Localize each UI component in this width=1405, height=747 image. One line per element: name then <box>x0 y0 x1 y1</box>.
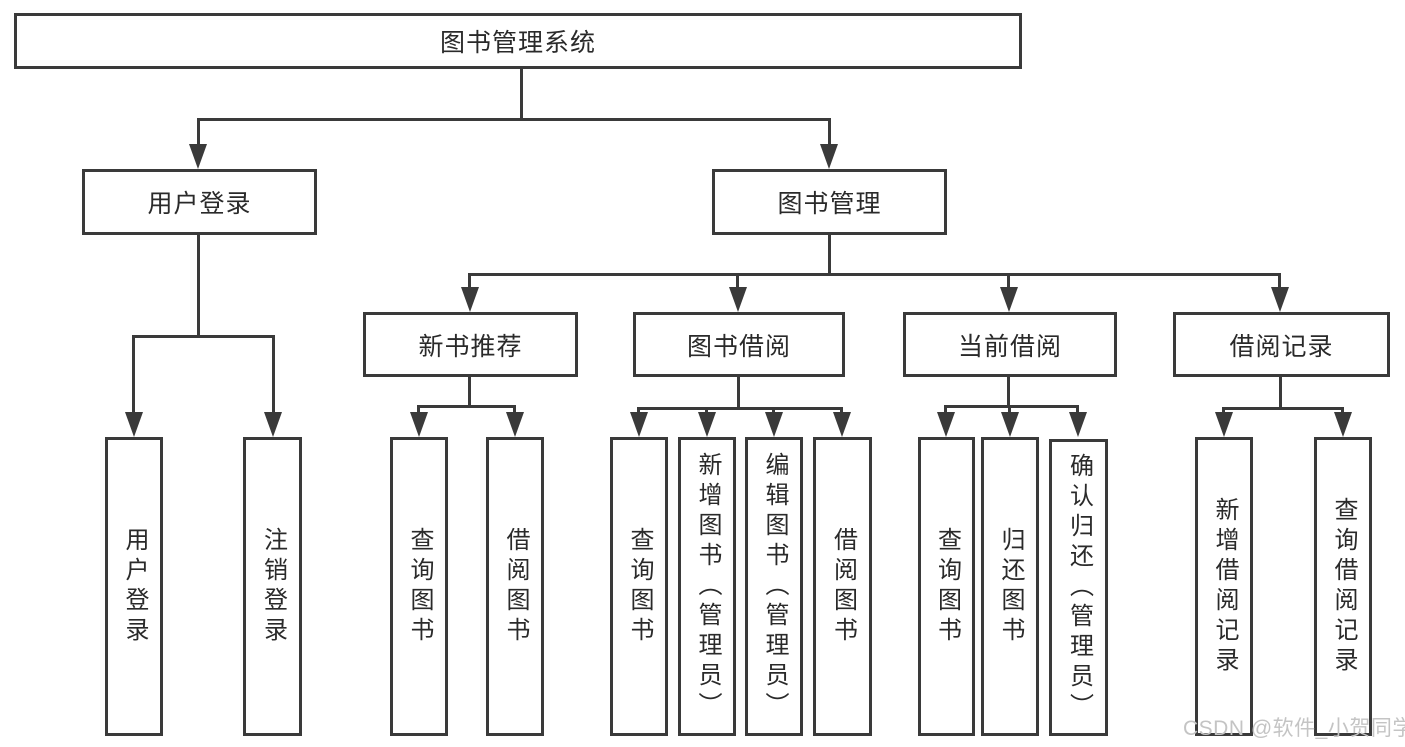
arrowhead-icon <box>1334 412 1352 437</box>
connector-current-borrow-drop <box>1007 375 1010 407</box>
leaf-bb-borrow-books: 借阅图书 <box>813 437 872 736</box>
connector-bb-child3-stub <box>772 407 775 415</box>
connector-bb-child1-stub <box>637 407 640 415</box>
arrowhead-icon <box>698 412 716 437</box>
connector-book-borrow-rail <box>637 407 843 410</box>
connector-user-login-child1-stub <box>132 335 135 415</box>
connector-nb-child2-stub <box>513 405 516 415</box>
connector-user-login-stub <box>197 118 200 146</box>
connector-current-borrow-rail <box>944 405 1079 408</box>
arrowhead-icon <box>461 287 479 312</box>
leaf-nb-borrow-books: 借阅图书 <box>486 437 544 736</box>
connector-nb-child1-stub <box>417 405 420 415</box>
arrowhead-icon <box>833 412 851 437</box>
connector-bb-child4-stub <box>840 407 843 415</box>
node-book-borrowing: 图书借阅 <box>633 312 845 377</box>
leaf-bb-edit-books-admin: 编辑图书（管理员） <box>745 437 803 736</box>
connector-br-child2-stub <box>1341 407 1344 415</box>
connector-book-mgmt-stub <box>828 118 831 146</box>
leaf-cb-query-books: 查询图书 <box>918 437 975 736</box>
node-user-login: 用户登录 <box>82 169 317 235</box>
connector-book-borrow-stub <box>736 273 739 290</box>
connector-new-book-stub <box>468 273 471 290</box>
node-book-management: 图书管理 <box>712 169 947 235</box>
connector-cb-child3-stub <box>1076 405 1079 415</box>
arrowhead-icon <box>1215 412 1233 437</box>
leaf-cb-return-books: 归还图书 <box>981 437 1039 736</box>
arrowhead-icon <box>1000 287 1018 312</box>
connector-borrow-records-rail <box>1222 407 1344 410</box>
node-new-book-recommendation: 新书推荐 <box>363 312 578 377</box>
connector-new-book-drop <box>468 375 471 407</box>
arrowhead-icon <box>125 412 143 437</box>
arrowhead-icon <box>630 412 648 437</box>
leaf-bb-add-books-admin: 新增图书（管理员） <box>678 437 736 736</box>
node-borrowing-records: 借阅记录 <box>1173 312 1390 377</box>
leaf-cb-confirm-return-admin: 确认归还（管理员） <box>1049 439 1108 736</box>
watermark: CSDN @软件_小贺同学 <box>1183 717 1405 740</box>
connector-cb-child1-stub <box>944 405 947 415</box>
leaf-user-login: 用户登录 <box>105 437 163 736</box>
node-library-management-system: 图书管理系统 <box>14 13 1022 69</box>
arrowhead-icon <box>189 144 207 169</box>
arrowhead-icon <box>1001 412 1019 437</box>
connector-cb-child2-stub <box>1008 405 1011 415</box>
arrowhead-icon <box>1271 287 1289 312</box>
connector-bb-child2-stub <box>705 407 708 415</box>
connector-level2-rail <box>468 273 1281 276</box>
connector-current-borrow-stub <box>1007 273 1010 290</box>
arrowhead-icon <box>264 412 282 437</box>
arrowhead-icon <box>410 412 428 437</box>
leaf-bb-query-books: 查询图书 <box>610 437 668 736</box>
leaf-logout: 注销登录 <box>243 437 302 736</box>
arrowhead-icon <box>937 412 955 437</box>
connector-new-book-rail <box>417 405 516 408</box>
leaf-br-add-borrow-record: 新增借阅记录 <box>1195 437 1253 736</box>
arrowhead-icon <box>1069 412 1087 437</box>
arrowhead-icon <box>729 287 747 312</box>
connector-root-drop <box>520 66 523 120</box>
connector-book-mgmt-drop <box>828 232 831 275</box>
connector-user-login-drop <box>197 232 200 337</box>
arrowhead-icon <box>506 412 524 437</box>
connector-user-login-rail <box>132 335 275 338</box>
leaf-nb-query-books: 查询图书 <box>390 437 448 736</box>
connector-level1-rail <box>197 118 831 121</box>
arrowhead-icon <box>765 412 783 437</box>
arrowhead-icon <box>820 144 838 169</box>
connector-book-borrow-drop <box>737 375 740 409</box>
connector-user-login-child2-stub <box>272 335 275 415</box>
connector-br-child1-stub <box>1222 407 1225 415</box>
connector-borrow-records-drop <box>1279 375 1282 409</box>
leaf-br-query-borrow-record: 查询借阅记录 <box>1314 437 1372 736</box>
node-current-borrowing: 当前借阅 <box>903 312 1117 377</box>
connector-borrow-records-stub <box>1278 273 1281 290</box>
